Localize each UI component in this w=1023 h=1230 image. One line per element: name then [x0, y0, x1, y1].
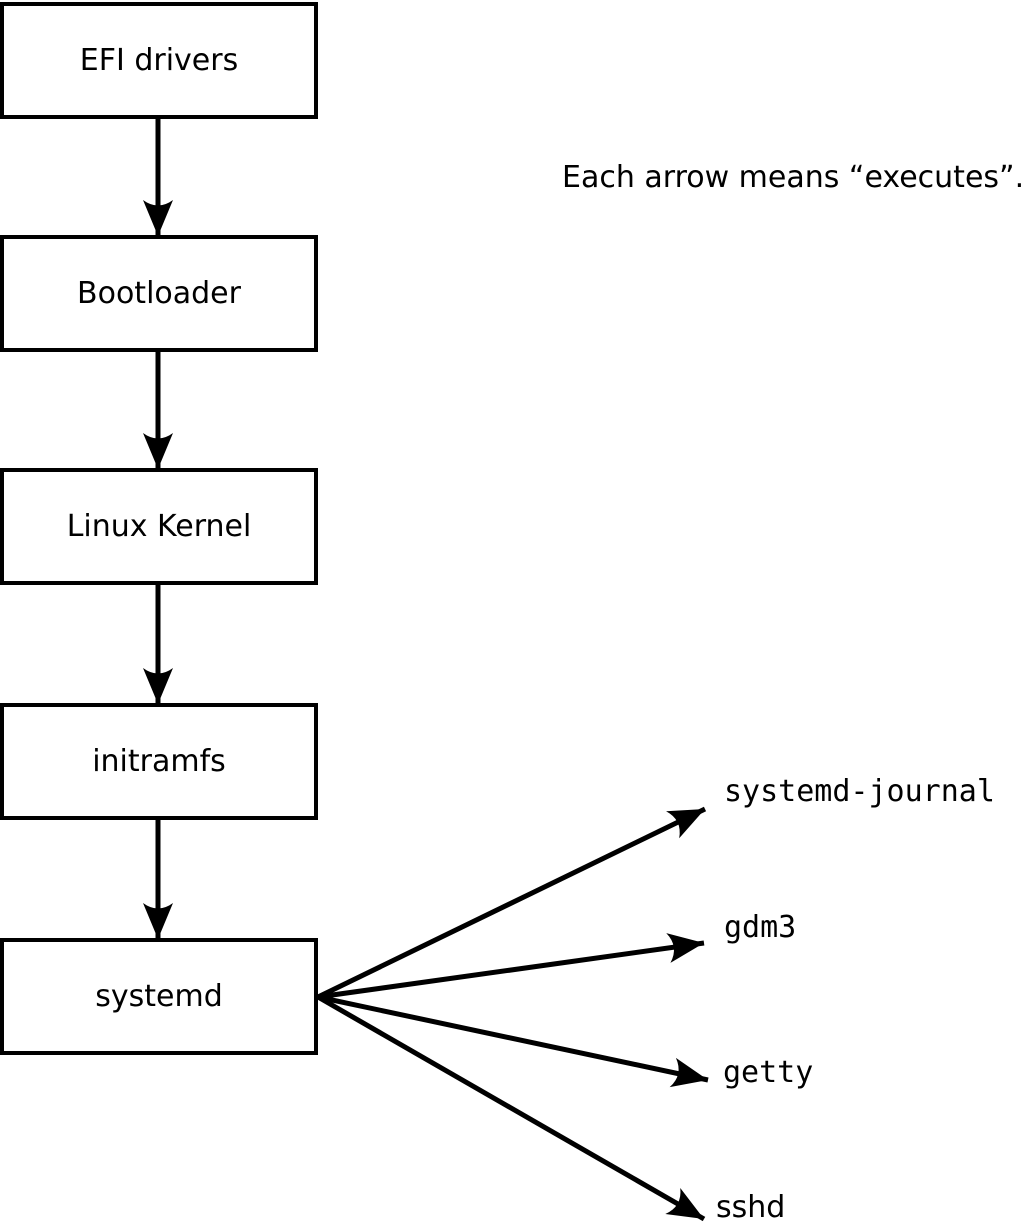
node-linux-kernel: Linux Kernel — [0, 468, 318, 585]
executes-arrow-systemd-to-getty — [317, 994, 709, 1088]
node-bootloader-label: Bootloader — [77, 275, 241, 311]
node-initramfs-label: initramfs — [92, 743, 226, 779]
node-systemd-label: systemd — [95, 978, 223, 1014]
node-sshd-label: sshd — [716, 1190, 786, 1225]
node-initramfs: initramfs — [0, 703, 318, 820]
node-linux-kernel-label: Linux Kernel — [66, 508, 252, 544]
node-getty-label: getty — [723, 1055, 814, 1090]
executes-arrow-systemd-to-sshd — [316, 994, 706, 1222]
executes-arrow-systemd-to-journal — [316, 806, 707, 1000]
node-systemd-journal-label: systemd-journal — [724, 774, 995, 809]
executes-arrow-systemd-to-gdm3 — [317, 933, 705, 1000]
node-efi-drivers-label: EFI drivers — [79, 42, 239, 78]
node-efi-drivers: EFI drivers — [0, 2, 318, 119]
arrow-meaning-note: Each arrow means “executes”. — [562, 160, 1023, 195]
node-gdm3-label: gdm3 — [724, 910, 797, 945]
node-bootloader: Bootloader — [0, 235, 318, 352]
node-systemd: systemd — [0, 938, 318, 1055]
